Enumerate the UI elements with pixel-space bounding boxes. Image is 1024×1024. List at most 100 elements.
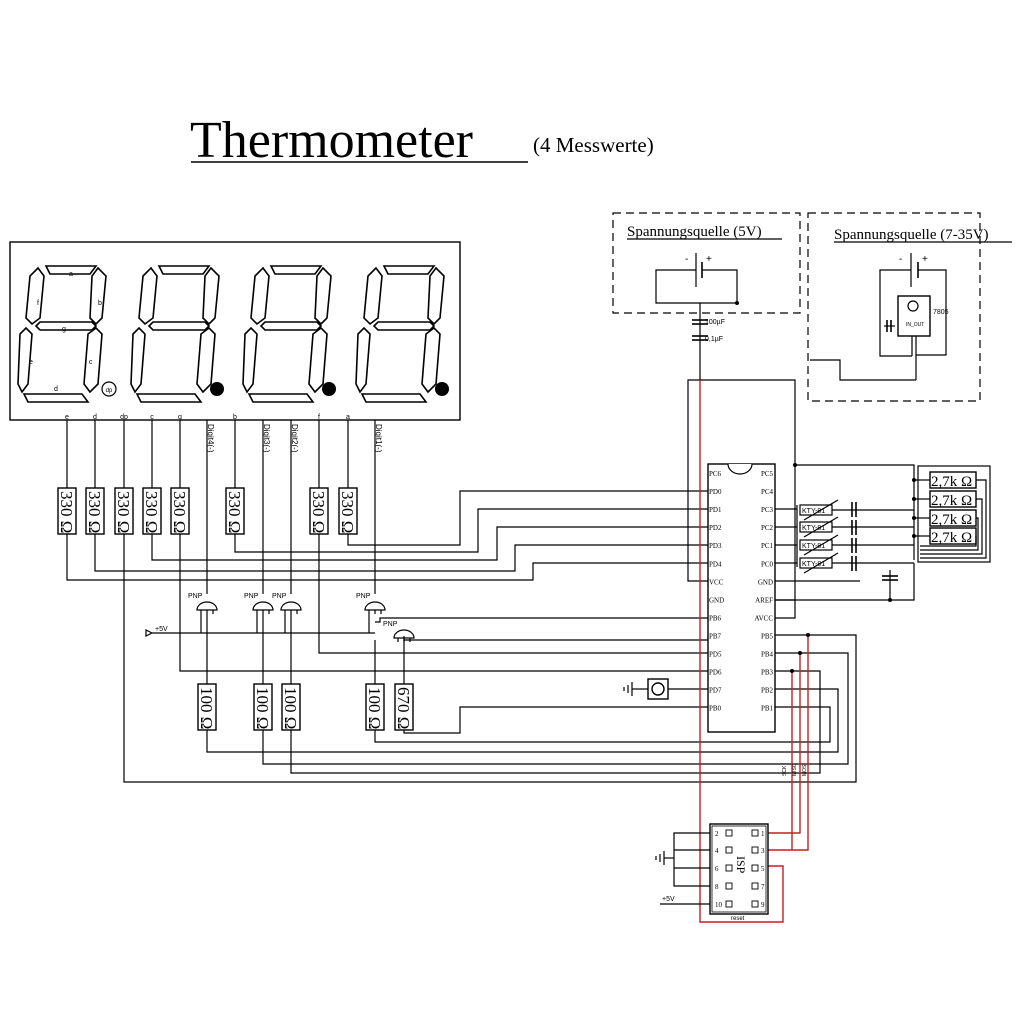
- r330-f: 330 Ω: [309, 491, 328, 533]
- digit2-label: Digit2(-): [290, 424, 299, 453]
- pnp-transistors: PNP PNP PNP PNP PNP: [188, 593, 415, 642]
- digit-1-segment-d: [22, 393, 90, 403]
- mcu-pin-left-pb6: PB6: [709, 614, 722, 622]
- base-resistors: 100 Ω 100 Ω 100 Ω 100 Ω 670 Ω: [197, 614, 414, 731]
- digit-2-decimal-point: [210, 382, 224, 396]
- power-source-5v: Spannungsquelle (5V) - +: [612, 212, 801, 314]
- cap-01uf-label: 0,1µF: [705, 336, 723, 343]
- segment-letter-b: b: [98, 300, 102, 307]
- digit-1-segment-e: [17, 326, 33, 394]
- mcu-pin-right-pc1: PC1: [761, 542, 774, 550]
- push-button: [623, 678, 708, 700]
- digit-2-segment-c: [196, 326, 216, 394]
- power-7-35v-label: Spannungsquelle (7-35V): [834, 227, 989, 243]
- mcu-pin-left-pd4: PD4: [709, 560, 722, 568]
- pnp-label-3: PNP: [272, 593, 287, 600]
- r330-d: 330 Ω: [85, 491, 104, 533]
- digit-3-segment-d: [247, 393, 315, 403]
- digit3-label: Digit3(-): [262, 424, 271, 453]
- segment-wires: [66, 420, 376, 594]
- mcu-pin-labels: PC6PD0PD1PD2PD3PD4VCCGNDPB6PB7PD5PD6PD7P…: [709, 470, 773, 713]
- mcu-pin-right-avcc: AVCC: [754, 614, 773, 622]
- isp-signal-mosi: MOSI: [802, 763, 808, 776]
- mcu-pin-left-pd1: PD1: [709, 506, 722, 514]
- digit1-label: Digit1(-): [374, 424, 383, 453]
- svg-text:IN_OUT: IN_OUT: [906, 322, 924, 328]
- r100-digit2: 100 Ω: [281, 687, 300, 729]
- mcu-pin-left-pd0: PD0: [709, 488, 722, 496]
- digit-4-segment-g: [372, 321, 436, 331]
- r670: 670 Ω: [394, 687, 413, 729]
- isp-pin-10: 10: [715, 901, 723, 909]
- mcu-pin-right-pb4: PB4: [761, 651, 774, 659]
- svg-text:-: -: [899, 254, 902, 265]
- mcu-pin-right-pb3: PB3: [761, 669, 774, 677]
- isp-signal-miso: MISO: [792, 763, 798, 776]
- isp-pad-3: [751, 846, 759, 854]
- pnp-label-5: PNP: [383, 621, 398, 628]
- r330-b: 330 Ω: [225, 491, 244, 533]
- isp-pin-6: 6: [715, 865, 719, 873]
- segment-to-mcu-wires: [66, 490, 857, 783]
- plus5v-rail: +5V: [145, 614, 709, 641]
- mcu-pin-left-pd6: PD6: [709, 669, 722, 677]
- plus5v-left-label: +5V: [155, 626, 168, 633]
- isp-pin-9: 9: [761, 901, 765, 909]
- r330-e: 330 Ω: [57, 491, 76, 533]
- pin-label-f: f: [318, 414, 320, 421]
- r27k-1: 2,7k Ω: [931, 474, 972, 490]
- pin-label-c: c: [150, 414, 154, 421]
- segment-letter-a: a: [69, 271, 73, 278]
- power-5v-label: Spannungsquelle (5V): [627, 224, 762, 240]
- isp-pin-4: 4: [715, 847, 719, 855]
- cap-100uf-label: 100µF: [705, 319, 725, 326]
- isp-pad-5: [751, 864, 759, 872]
- digit-1-segment-c: [83, 326, 103, 394]
- r330-dp: 330 Ω: [114, 491, 133, 533]
- digit-4-segment-e: [355, 326, 371, 394]
- isp-pin-8: 8: [715, 883, 719, 891]
- r330-c: 330 Ω: [142, 491, 161, 533]
- pnp-transistor-3: [280, 601, 302, 614]
- isp-pad-4: [725, 846, 733, 854]
- pin-label-g: g: [178, 414, 182, 421]
- digit-1-segment-g: [34, 321, 98, 331]
- digit-4-segment-b: [427, 266, 445, 326]
- segment-letter-d: d: [54, 386, 58, 393]
- display-digits: [17, 265, 449, 403]
- digit-2-segment-g: [147, 321, 211, 331]
- digit-2-segment-f: [138, 266, 158, 326]
- digit-4-segment-c: [421, 326, 441, 394]
- isp-title: ISP: [734, 856, 748, 874]
- isp-signal-sck: SCK: [782, 765, 788, 776]
- digit-3-segment-c: [308, 326, 328, 394]
- digit-2-segment-a: [157, 265, 211, 275]
- isp-pin-1: 1: [761, 830, 765, 838]
- isp-pad-10: [725, 900, 733, 908]
- digit-3-segment-b: [314, 266, 332, 326]
- svg-text:+: +: [922, 254, 928, 265]
- mcu-pin-right-pb2: PB2: [761, 687, 774, 695]
- mcu-pin-right-pc5: PC5: [761, 470, 774, 478]
- kty-sensor-1: KTY-81: [802, 508, 825, 515]
- pin-label-a: a: [346, 414, 350, 421]
- mcu-pin-right-pb1: PB1: [761, 705, 774, 713]
- mcu-pin-right-pc0: PC0: [761, 560, 774, 568]
- svg-text:-: -: [685, 254, 688, 265]
- isp-wiring: SCK MISO MOSI: [699, 380, 810, 923]
- isp-pad-8: [725, 882, 733, 890]
- mcu-pin-right-aref: AREF: [755, 596, 773, 604]
- mcu-pin-right-gnd: GND: [758, 578, 773, 586]
- mcu-pin-right-pc2: PC2: [761, 524, 774, 532]
- pnp-label-1: PNP: [188, 593, 203, 600]
- digit-3-segment-f: [250, 266, 270, 326]
- kty-sensor-2: KTY-81: [802, 525, 825, 532]
- mcu-pin-right-pc4: PC4: [761, 488, 774, 496]
- sensor-network: KTY-81 KTY-81 KTY-81 KTY-81 2,7k Ω 2,7k …: [775, 464, 991, 619]
- decimal-point-outline: [101, 381, 117, 397]
- mcu-pin-left-pb0: PB0: [709, 705, 722, 713]
- microcontroller: PC6PD0PD1PD2PD3PD4VCCGNDPB6PB7PD5PD6PD7P…: [707, 463, 776, 733]
- plus5v-isp-label: +5V: [662, 896, 675, 903]
